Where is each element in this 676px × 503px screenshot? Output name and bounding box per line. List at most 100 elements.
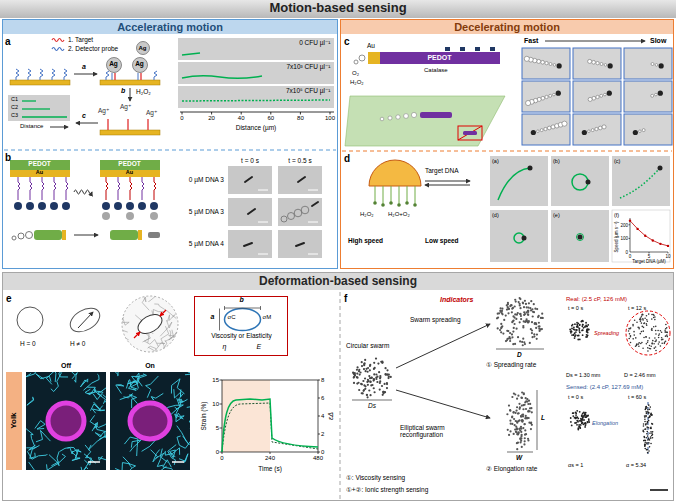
tissue-mesh: [178, 399, 187, 403]
speed-curve: [629, 220, 669, 248]
material-layer: Au: [10, 170, 70, 177]
swarm-dots: [516, 398, 518, 400]
swarm-dots: [639, 319, 641, 321]
swarm-dots: [570, 410, 590, 430]
swarm-dots: [369, 381, 371, 383]
swarm-dots: [512, 307, 514, 309]
bubble-trail: [592, 60, 596, 64]
swarm-dots: [511, 416, 513, 418]
micrograph: [294, 209, 302, 217]
swarm-dots: [356, 366, 358, 368]
figure-label: 15: [212, 377, 219, 384]
swarm-dots: [576, 325, 578, 327]
swarm-dots: [382, 392, 384, 394]
swarm-dots: [649, 416, 651, 418]
swarm-dots: [511, 311, 513, 313]
swarm-dots: [541, 313, 543, 315]
figure-label: 5: [216, 425, 219, 432]
swarm-dots: [629, 328, 631, 330]
micromotor-icon: [26, 232, 33, 239]
bubble-trail: [562, 121, 567, 126]
magnetic-bead: [26, 202, 34, 210]
figure-label: (d): [492, 212, 499, 218]
speed-chart: [668, 252, 669, 254]
swarm-dots: [373, 387, 375, 389]
bubble-trail: [524, 56, 529, 61]
micrograph: [573, 81, 621, 112]
swarm-dots: [642, 326, 644, 328]
stress-sketch: [225, 309, 261, 331]
swarm-dots: [651, 343, 653, 345]
swarm-dots: [651, 329, 653, 331]
figure-label: Distance: [20, 123, 43, 130]
strain-chart: [318, 416, 320, 417]
swarm-dots: [665, 335, 667, 337]
figure-label: 6: [321, 395, 324, 402]
swarm-dots: [366, 394, 368, 396]
swarm-dots: [373, 368, 375, 370]
tissue-mesh: [172, 330, 189, 338]
figure-label: High speed: [348, 237, 383, 244]
swarm-dots: [661, 331, 663, 333]
swarm-dots: [500, 331, 502, 333]
swarm-dots: [373, 379, 375, 381]
micrograph: [528, 166, 533, 171]
swarm-dots: [650, 428, 652, 430]
swarm-dots: [573, 412, 575, 414]
swarm-dots: [647, 320, 649, 322]
figure-label: (f): [614, 212, 619, 218]
swarm-dots: [521, 341, 523, 343]
silver-nanoparticle: Ag: [136, 41, 150, 55]
swarm-dots: [532, 315, 534, 317]
node-text: PEDOT: [118, 161, 140, 168]
micrograph: [522, 236, 527, 241]
droplet-sketch: [122, 296, 178, 352]
swarm-dots: [383, 391, 385, 393]
janus-particle: [413, 203, 417, 207]
swarm-dots: [576, 410, 578, 412]
janus-particle: [373, 201, 377, 205]
swarm-dots: [642, 404, 653, 453]
swarm-dots: [575, 412, 577, 414]
swarm-dots: [513, 327, 515, 329]
swarm-dots: [666, 336, 668, 338]
swarm-dots: [373, 373, 375, 375]
swarm-dots: [588, 329, 590, 331]
speed-arrow: [545, 41, 645, 42]
swarm-dots: [525, 415, 527, 417]
swarm-dots: [512, 320, 514, 322]
swarm-dots: [646, 442, 648, 444]
figure-label: ② Elongation rate: [486, 465, 537, 472]
stress-sketch: [260, 306, 261, 310]
bubble-trail: [604, 64, 607, 67]
swarm-dots: [646, 449, 648, 451]
swarm-dots: [538, 325, 540, 327]
tissue-mesh: [83, 374, 99, 390]
bubble-trail: [526, 100, 531, 105]
swarm-dots: [516, 406, 518, 408]
tissue-mesh: [55, 372, 75, 375]
figure-label: (c): [614, 158, 620, 164]
swarm-dots: [541, 328, 543, 330]
micromotor-icon: [34, 230, 62, 240]
strain-chart: [220, 380, 321, 454]
swarm-dots: [576, 329, 578, 331]
swarm-dots: [650, 428, 652, 430]
dna-target: [127, 119, 128, 130]
swarm-dots: [645, 415, 647, 417]
swarm-dots: [585, 416, 587, 418]
swarm-dots: [630, 327, 632, 329]
figure-label: 10: [665, 254, 670, 259]
dna-target: [108, 73, 148, 130]
swarm-dots: [582, 324, 584, 326]
swarm-dots: [527, 417, 529, 419]
micrograph: [522, 48, 672, 145]
swarm-dots: [572, 324, 574, 326]
swarm-dots: [519, 307, 521, 309]
droplet-sketch: [135, 311, 166, 338]
swarm-dots: [576, 322, 578, 324]
swarm-dots: [522, 408, 524, 410]
micrograph: [281, 206, 309, 222]
swarm-dots: [588, 421, 590, 423]
